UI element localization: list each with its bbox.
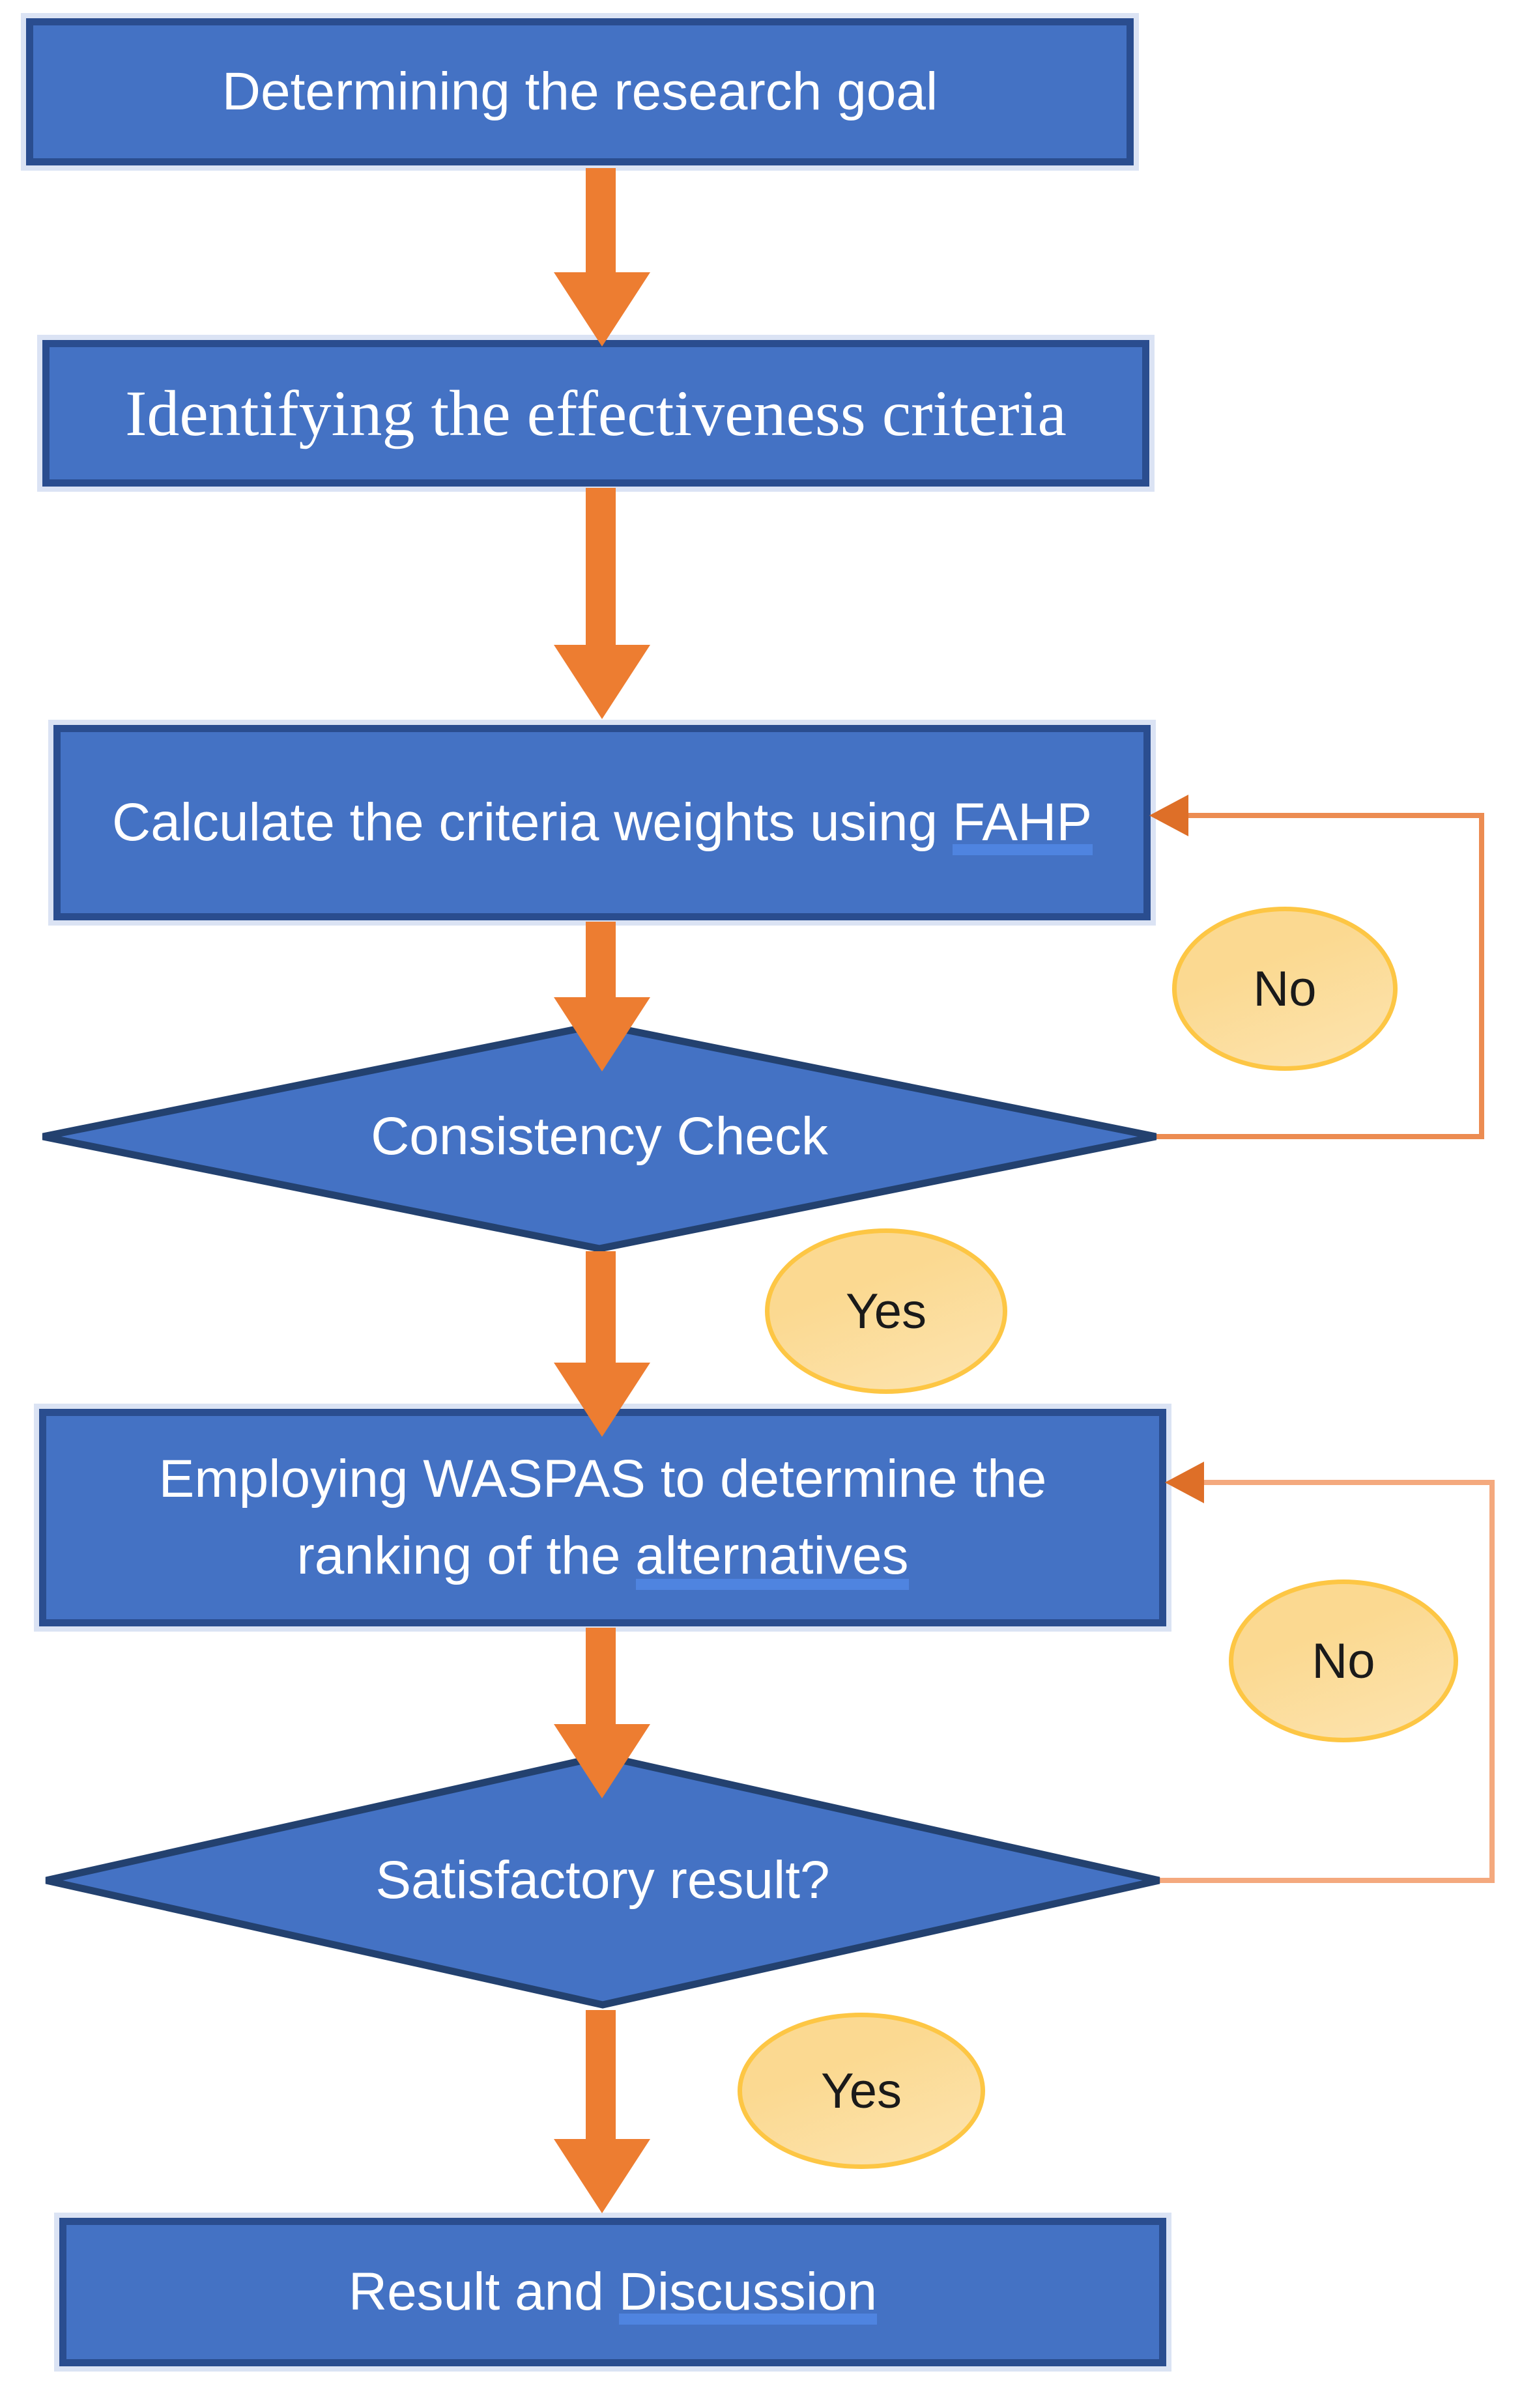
diamond-shape	[42, 1021, 1157, 1253]
node-waspas-ranking: Employing WASPAS to determine the rankin…	[39, 1409, 1166, 1626]
loop-consistency-no-segment-bottom	[1147, 1134, 1484, 1139]
flow-arrow-6-head	[554, 2139, 650, 2213]
flow-arrow-1-shaft	[586, 168, 616, 274]
node-fahp-weights: Calculate the criteria weights using FAH…	[53, 725, 1151, 920]
loop-satisfactory-no-segment-top	[1202, 1480, 1495, 1485]
flow-arrow-3-shaft	[586, 922, 616, 999]
satisfactory-yes-label: Yes	[821, 2063, 902, 2119]
node-waspas-ranking-label-line2: ranking of the alternatives	[296, 1526, 909, 1585]
flow-arrow-2-shaft	[586, 488, 616, 646]
loop-consistency-no-arrowhead	[1149, 795, 1188, 836]
consistency-no-label: No	[1253, 961, 1317, 1017]
decision-satisfactory-result-label: Satisfactory result?	[375, 1850, 830, 1910]
flow-arrow-2-head	[554, 645, 650, 719]
satisfactory-no-label: No	[1312, 1633, 1375, 1689]
label-ellipse-satisfactory-no: No	[1229, 1579, 1458, 1742]
underline-artifact-alternatives	[636, 1579, 909, 1590]
loop-satisfactory-no-segment-vertical	[1489, 1480, 1495, 1883]
label-ellipse-consistency-yes: Yes	[765, 1228, 1007, 1394]
node-research-goal-label: Determining the research goal	[222, 61, 938, 121]
decision-consistency-check-label: Consistency Check	[371, 1107, 828, 1166]
node-effectiveness-criteria: Identifying the effectiveness criteria	[42, 340, 1149, 487]
decision-satisfactory-result: Satisfactory result?	[42, 1752, 1163, 2009]
flow-arrow-5-shaft	[586, 1628, 616, 1725]
node-fahp-weights-label: Calculate the criteria weights using FAH…	[111, 792, 1093, 852]
label-ellipse-satisfactory-yes: Yes	[738, 2013, 985, 2169]
flow-arrow-3-head	[554, 997, 650, 1071]
loop-consistency-no-segment-top	[1186, 813, 1484, 818]
underline-artifact-discussion	[619, 2314, 877, 2325]
node-result-discussion: Result and Discussion	[59, 2218, 1166, 2366]
decision-consistency-check: Consistency Check	[39, 1021, 1160, 1253]
loop-satisfactory-no-segment-bottom	[1144, 1878, 1495, 1883]
node-waspas-ranking-label-line1: Employing WASPAS to determine the	[158, 1449, 1047, 1509]
flow-arrow-4-head	[554, 1363, 650, 1437]
label-ellipse-consistency-no: No	[1172, 907, 1398, 1071]
loop-satisfactory-no-arrowhead	[1165, 1462, 1204, 1503]
node-research-goal: Determining the research goal	[26, 18, 1134, 165]
flow-arrow-1-head	[554, 272, 650, 347]
diamond-shape	[45, 1752, 1160, 2009]
loop-consistency-no-segment-vertical	[1479, 813, 1484, 1139]
flow-arrow-4-shaft	[586, 1251, 616, 1364]
node-effectiveness-criteria-label: Identifying the effectiveness criteria	[125, 377, 1067, 449]
flow-arrow-5-head	[554, 1724, 650, 1798]
consistency-yes-label: Yes	[846, 1283, 926, 1339]
underline-artifact-fahp	[953, 844, 1093, 855]
node-result-discussion-label: Result and Discussion	[348, 2261, 878, 2321]
flow-arrow-6-shaft	[586, 2010, 616, 2140]
